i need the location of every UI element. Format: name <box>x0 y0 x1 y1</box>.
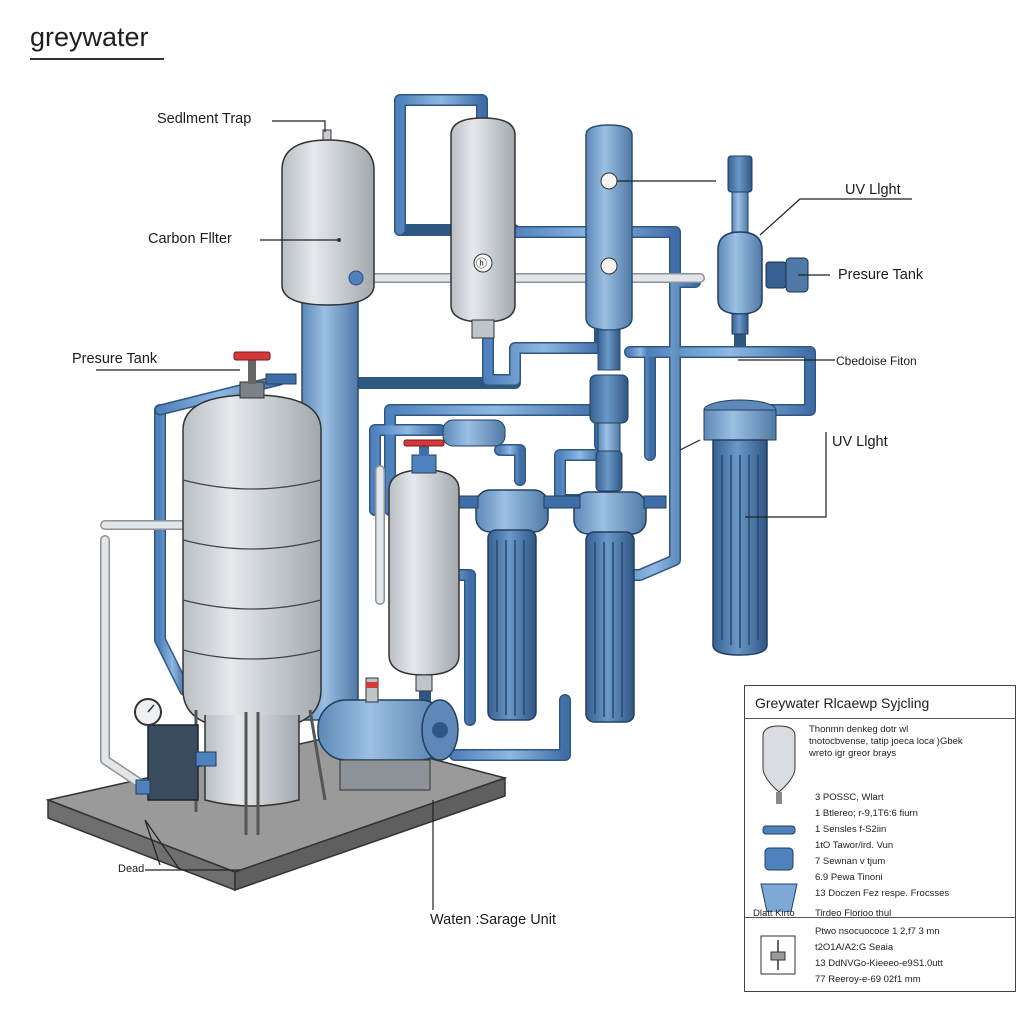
diagram-title: greywater <box>30 22 149 52</box>
legend-bottom-item: t2O1A/A2:G Seaia <box>815 942 894 953</box>
uv-column-tank <box>585 124 633 371</box>
legend-bowl-icon <box>760 883 798 912</box>
pump-unit <box>317 677 459 791</box>
sediment-trap-tank <box>281 129 375 306</box>
legend-switch-icon <box>760 935 796 975</box>
small-grey-tank <box>388 419 506 692</box>
valve-cluster-center <box>589 374 629 492</box>
leader-lines <box>96 120 912 910</box>
legend-item: 1 Sensles f-S2iin <box>815 824 887 835</box>
legend-row-left: Dlatt Kirto <box>753 908 795 919</box>
legend-item: 3 POSSC, Wlart <box>815 792 884 803</box>
label-carbon-filter-right: Cbedoise Fiton <box>836 354 917 368</box>
large-filter-housing <box>703 399 777 656</box>
filter-housing-1 <box>475 489 549 721</box>
legend-intro-2: tnotocbvense, tatip joeca loca )Gbek <box>809 736 963 747</box>
title-underline <box>30 58 164 60</box>
legend-bottom-item: 13 DdNVGo-Kieeeo-e9S1.0utt <box>815 958 943 969</box>
legend-divider-2 <box>745 917 1015 918</box>
legend-connector-icon <box>762 825 796 835</box>
gauge-symbol-center: ⓗ <box>476 258 487 270</box>
label-drain: Dead <box>118 863 145 875</box>
pipe-network <box>100 94 816 795</box>
legend-item: 1 Btlereo; r-9,1T6:6 fiurn <box>815 808 918 819</box>
legend-bottom-item: Ptwo nsocuococe 1 2,f7 3 mn <box>815 926 940 937</box>
label-uv-light-top: UV Llght <box>845 182 901 198</box>
legend-tank-icon <box>762 725 796 804</box>
legend-item: 7 Sewnan v tjum <box>815 856 886 867</box>
legend-item: 13 Doczen Fez respe. Frocsses <box>815 888 950 899</box>
legend-intro-3: wreto igr greor brays <box>809 748 897 759</box>
legend-row-right: Tirdeo Florioo thul <box>815 908 892 919</box>
filter-housing-2 <box>445 491 667 723</box>
legend-item: 1tO Tawor/ird. Vun <box>815 840 894 851</box>
legend-box: Greywater Rlcaewp Syjcling Thonmn denkeg… <box>744 685 1016 992</box>
legend-intro-1: Thonmn denkeg dotr wl <box>809 724 909 735</box>
legend-item: 6.9 Pewa Tinoni <box>815 872 883 883</box>
legend-cartridge-icon <box>764 847 794 871</box>
label-pressure-tank-left: Presure Tank <box>72 351 158 367</box>
carbon-filter-tank-center <box>450 117 516 339</box>
legend-divider <box>745 718 1015 719</box>
legend-bottom-item: 77 Reeroy-e-69 02f1 mm <box>815 974 921 985</box>
pressure-tank-large <box>182 351 327 835</box>
legend-icons <box>760 725 798 912</box>
label-sediment-trap: Sedlment Trap <box>157 111 252 127</box>
label-uv-light-lower: UV Llght <box>832 434 888 450</box>
uv-light-unit <box>717 155 809 335</box>
label-carbon-filter: Carbon Fllter <box>148 231 232 247</box>
label-water-storage-unit: Waten :Sarage Unit <box>430 912 556 928</box>
label-pressure-tank-right: Presure Tank <box>838 267 924 283</box>
legend-title: Greywater Rlcaewp Syjcling <box>755 695 930 711</box>
control-box <box>134 698 217 801</box>
